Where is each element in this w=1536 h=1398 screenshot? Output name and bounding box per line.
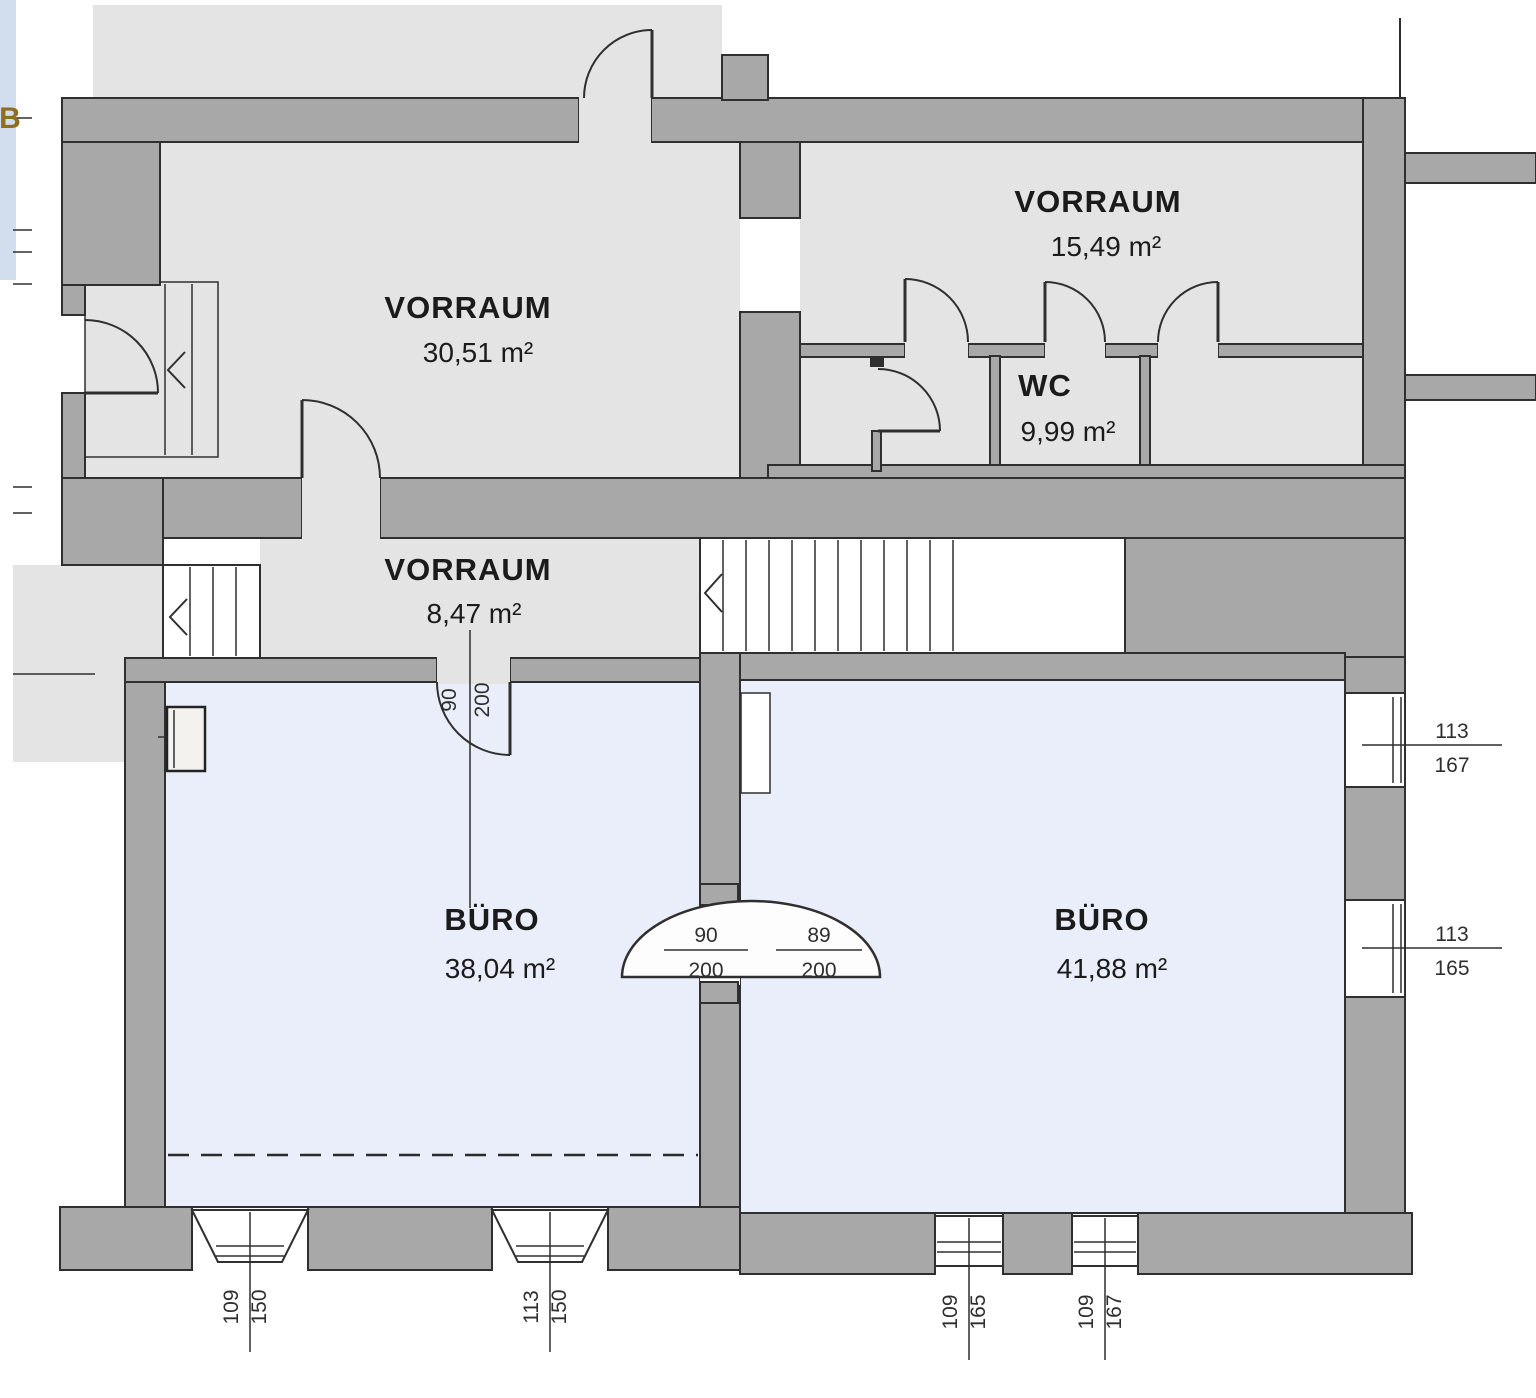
door-arc <box>1044 281 1106 343</box>
left-edge-strip <box>0 0 16 280</box>
dimension-lines <box>249 630 1502 1360</box>
room-label: WC <box>1018 368 1072 403</box>
room-upper-fragment <box>93 5 722 98</box>
dim-window-width: 109 <box>220 1289 243 1324</box>
main-staircase <box>699 537 1126 654</box>
walls <box>59 54 1536 1275</box>
room-area: 30,51 m² <box>423 337 534 368</box>
dim-door-height: 200 <box>801 959 836 982</box>
room-area: 9,99 m² <box>1021 416 1116 447</box>
room-fills <box>0 0 1363 762</box>
side-stair-treads <box>189 567 237 656</box>
wall-niche <box>740 692 771 794</box>
doors <box>84 29 1220 1004</box>
room-label: BÜRO <box>1054 902 1149 937</box>
room-wc <box>1000 356 1140 467</box>
dim-window-height: 150 <box>248 1289 271 1324</box>
room-area: 15,49 m² <box>1051 231 1162 262</box>
door-arc <box>84 319 159 394</box>
stair-direction-icon <box>703 573 723 613</box>
small-stair-treads <box>164 284 193 455</box>
side-stair-flight <box>162 564 261 659</box>
edge-label: B <box>0 102 21 135</box>
window-right-1 <box>1344 692 1406 788</box>
room-label: VORRAUM <box>1014 184 1181 219</box>
room-wc-row-left <box>800 356 990 467</box>
stair-direction-icon <box>168 598 188 636</box>
room-label: VORRAUM <box>384 290 551 325</box>
dim-door-height: 200 <box>471 682 494 717</box>
door-arc <box>436 681 511 756</box>
room-vorraum-large <box>160 142 740 480</box>
labels: B VORRAUM 30,51 m² VORRAUM 15,49 m² WC 9… <box>0 102 1470 1330</box>
dim-window-height: 165 <box>967 1294 990 1329</box>
room-area: 8,47 m² <box>427 598 522 629</box>
stair-direction-icon <box>166 351 186 389</box>
dim-window-width: 109 <box>939 1294 962 1329</box>
door-arc <box>877 368 941 432</box>
radiator-detail <box>158 710 175 768</box>
dim-window-height: 150 <box>548 1289 571 1324</box>
dim-door-width: 90 <box>694 924 717 947</box>
small-stair-box <box>84 281 219 458</box>
partition-stub <box>871 430 882 472</box>
door-hinge-plate <box>870 358 884 367</box>
double-door-arc <box>620 899 882 979</box>
dim-window-width: 113 <box>1435 923 1468 946</box>
room-vorraum-upper-right <box>800 142 1363 345</box>
radiator-symbol <box>165 705 207 773</box>
door-arc <box>583 29 653 99</box>
outside-gray-left <box>13 658 125 762</box>
dim-door-width: 90 <box>438 688 461 711</box>
room-area: 38,04 m² <box>445 953 556 984</box>
room-vorraum-small-left <box>13 565 163 658</box>
dim-window-height: 165 <box>1434 957 1469 980</box>
door-arc <box>1157 281 1219 343</box>
left-edge-ticks <box>13 117 32 514</box>
double-door-stub <box>699 981 739 1004</box>
door-arc <box>301 399 381 479</box>
dim-window-height: 167 <box>1103 1294 1126 1329</box>
room-wc-row-right <box>1150 356 1363 467</box>
room-area: 41,88 m² <box>1057 953 1168 984</box>
room-vorraum-small <box>260 538 700 660</box>
room-buero-left <box>164 681 701 1208</box>
stairs <box>84 281 1126 659</box>
dim-window-width: 109 <box>1075 1294 1098 1329</box>
dim-window-width: 113 <box>520 1290 543 1323</box>
room-label: BÜRO <box>444 902 539 937</box>
dim-door-height: 200 <box>688 959 723 982</box>
dim-door-width: 89 <box>807 924 830 947</box>
symbols <box>13 18 1401 1157</box>
main-stair-treads <box>722 540 954 651</box>
door-arc <box>904 278 969 343</box>
dim-window-width: 113 <box>1435 720 1468 743</box>
window-glass <box>1392 697 1402 783</box>
room-label: VORRAUM <box>384 552 551 587</box>
dim-window-height: 167 <box>1434 754 1469 777</box>
